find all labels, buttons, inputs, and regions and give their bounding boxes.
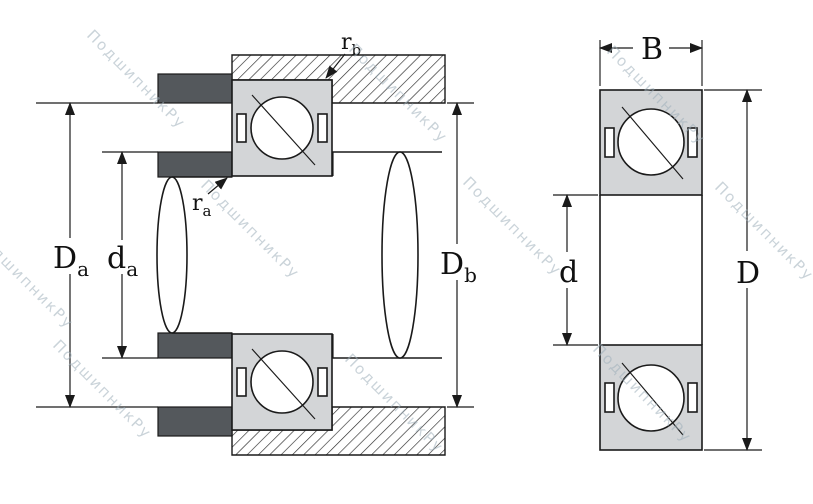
dim-B: B [599,32,703,86]
dim-label-da-base: d [107,241,126,276]
cage-right-bottom [687,382,698,413]
housing-cover-ring-top [157,73,233,104]
contact-line-top [251,94,316,166]
callout-ra: ra [192,177,228,220]
contact-line-bottom [251,348,316,420]
callout-label-ra: ra [192,191,212,220]
left-view-mounted-section: Da da Db rb ra [36,30,484,456]
dim-label-B: B [641,32,663,67]
dim-label-Da: Da [53,241,89,281]
contact-line-top [621,106,684,180]
housing-cover-ring-bottom [157,406,233,437]
shaft-shoulder-ring-bottom [157,332,233,359]
label-mask [48,238,94,274]
bearing-section-top [231,79,333,177]
shaft-end-face-left [156,176,188,334]
dim-da: da [102,151,158,359]
callout-rb: rb [325,30,361,79]
cage-right-bottom [317,367,328,397]
label-mask [551,252,583,288]
cage-right-top [687,127,698,158]
watermark-text: ПодшипникРу [49,336,156,443]
dim-label-Db-base: D [440,247,464,282]
dim-label-d: d [559,255,578,290]
shaft-section-ellipse-right [381,151,419,359]
callout-label-ra-sub: a [203,202,212,220]
shaft [156,151,442,359]
bearing-section-bottom [231,333,333,431]
dim-label-D: D [736,256,760,291]
cage-right-top [317,113,328,143]
shaft-shoulder-ring-top [157,151,233,178]
dim-label-Da-base: D [53,241,77,276]
label-mask [103,240,143,274]
bearing-section-bottom-right [599,344,703,451]
dim-label-Da-sub: a [77,257,89,281]
dim-D: D [704,89,766,451]
leader-line-ra [207,177,228,195]
leader-line-rb [325,53,346,79]
contact-line-bottom [621,362,684,436]
dim-label-da-sub: a [126,257,138,281]
label-mask [436,244,484,280]
callout-label-rb-sub: b [352,41,362,59]
dim-Da: Da [36,102,158,408]
callout-label-rb: rb [341,30,361,59]
label-mask [633,32,669,64]
callout-label-rb-base: r [341,30,352,55]
right-view-bearing-section: B d D [551,32,766,451]
label-mask [729,251,766,288]
dim-label-da: da [107,241,138,281]
cage-left-top [236,113,247,143]
dim-label-Db-sub: b [464,263,477,287]
dim-Db: Db [436,102,484,408]
cage-left-bottom [236,367,247,397]
cage-left-bottom [604,382,615,413]
dim-d: d [551,194,598,346]
cage-left-top [604,127,615,158]
callout-label-ra-base: r [192,191,203,216]
bearing-section-top-right [599,89,703,196]
dim-label-Db: Db [440,247,477,287]
